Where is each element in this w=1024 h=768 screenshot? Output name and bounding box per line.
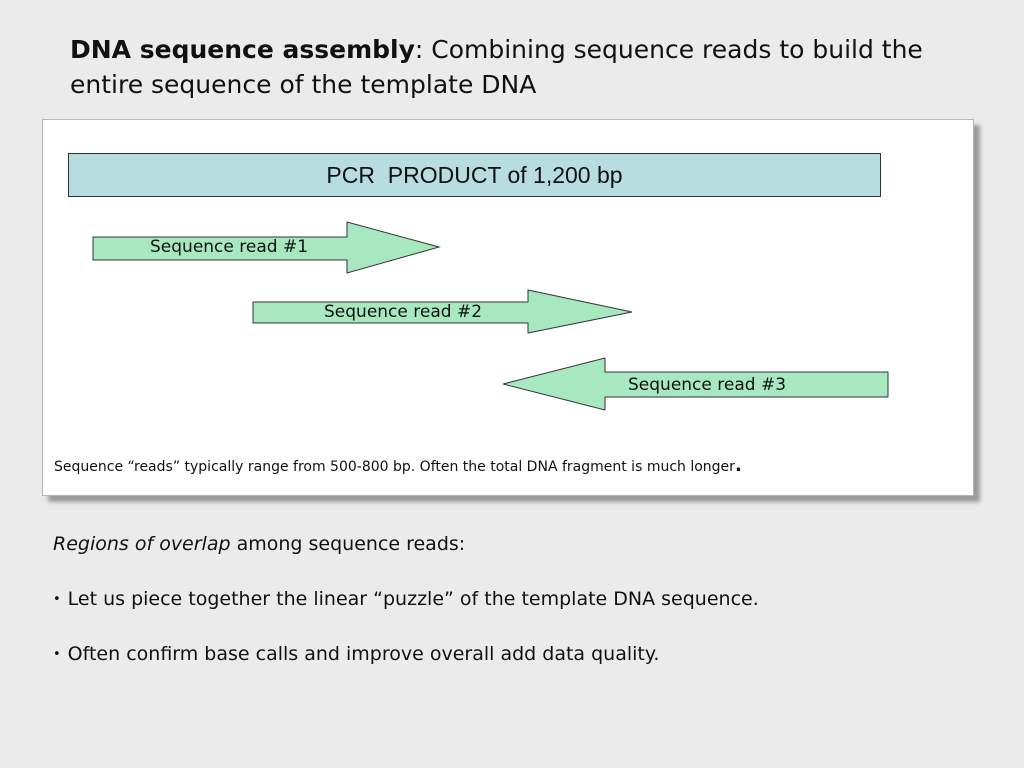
bullet-dot: •: [53, 592, 61, 607]
overlap-heading: Regions of overlap among sequence reads:: [53, 533, 465, 555]
read-1-arrow: [92, 221, 441, 274]
read-2-label: Sequence read #2: [324, 302, 483, 322]
title-bold: DNA sequence assembly: [70, 35, 415, 64]
read-2-arrow: [252, 289, 633, 334]
note-period: .: [734, 455, 742, 476]
read-3-arrow: [502, 357, 889, 411]
read-length-note: Sequence “reads” typically range from 50…: [54, 455, 742, 476]
bullet-text: Often confirm base calls and improve ove…: [67, 643, 660, 665]
overlap-rest: among sequence reads:: [230, 533, 466, 555]
title-rest: : Combining sequence reads to build the …: [70, 35, 923, 99]
slide-title: DNA sequence assembly: Combining sequenc…: [70, 32, 970, 102]
read-3-label: Sequence read #3: [628, 375, 787, 395]
overlap-italic: Regions of overlap: [53, 533, 231, 555]
bullet-text: Let us piece together the linear “puzzle…: [67, 588, 759, 610]
bullet-item: • Let us piece together the linear “puzzl…: [53, 588, 759, 610]
assembly-diagram: PCR PRODUCT of 1,200 bp Sequence read #1…: [42, 119, 974, 496]
read-arrows: [92, 221, 889, 411]
pcr-product-bar: PCR PRODUCT of 1,200 bp: [68, 153, 881, 197]
read-1-label: Sequence read #1: [150, 237, 309, 257]
note-text: Sequence “reads” typically range from 50…: [54, 459, 735, 475]
bullet-dot: •: [53, 647, 61, 662]
bullet-item: • Often confirm base calls and improve ov…: [53, 643, 659, 665]
